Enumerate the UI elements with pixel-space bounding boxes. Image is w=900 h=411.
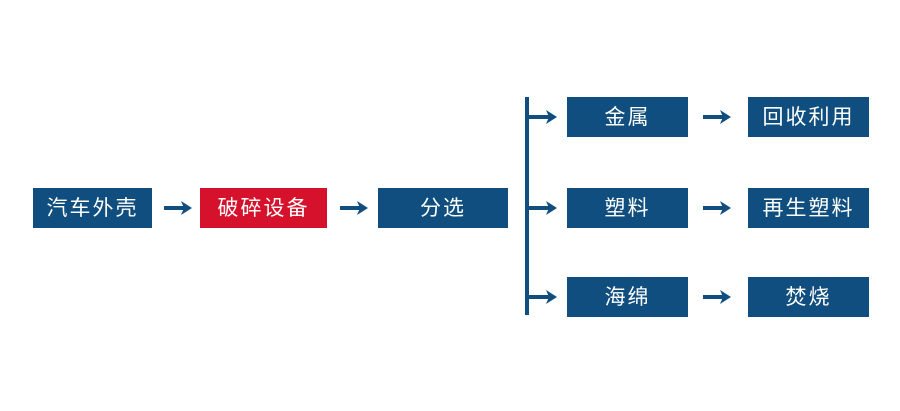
node-incineration-label: 焚烧 xyxy=(785,285,832,309)
arrow-metal-to-recycle-reuse xyxy=(703,110,731,124)
node-car-shell-label: 汽车外壳 xyxy=(46,196,139,220)
node-metal-label: 金属 xyxy=(604,105,651,129)
node-sponge[interactable]: 海绵 xyxy=(567,277,688,317)
arrow-sorting-to-metal xyxy=(527,110,557,124)
arrow-plastic-to-regenerated-plastic xyxy=(703,201,731,215)
node-regenerated-plastic[interactable]: 再生塑料 xyxy=(748,188,869,228)
node-car-shell[interactable]: 汽车外壳 xyxy=(33,188,152,228)
arrow-sponge-to-incineration xyxy=(703,290,731,304)
node-plastic[interactable]: 塑料 xyxy=(567,188,688,228)
node-sorting-label: 分选 xyxy=(420,196,466,220)
arrow-sorting-to-sponge xyxy=(527,290,557,304)
arrow-car-shell-to-crusher xyxy=(164,201,192,215)
node-sorting[interactable]: 分选 xyxy=(378,188,508,228)
node-regenerated-plastic-label: 再生塑料 xyxy=(762,196,855,220)
arrow-crusher-to-sorting xyxy=(340,201,368,215)
node-incineration[interactable]: 焚烧 xyxy=(748,277,869,317)
node-plastic-label: 塑料 xyxy=(604,196,651,220)
node-sponge-label: 海绵 xyxy=(604,285,651,309)
node-crusher[interactable]: 破碎设备 xyxy=(200,188,327,228)
node-metal[interactable]: 金属 xyxy=(567,97,688,137)
arrow-sorting-to-plastic xyxy=(527,201,557,215)
node-recycle-reuse[interactable]: 回收利用 xyxy=(748,97,869,137)
node-recycle-reuse-label: 回收利用 xyxy=(762,105,855,129)
node-crusher-label: 破碎设备 xyxy=(217,196,310,220)
